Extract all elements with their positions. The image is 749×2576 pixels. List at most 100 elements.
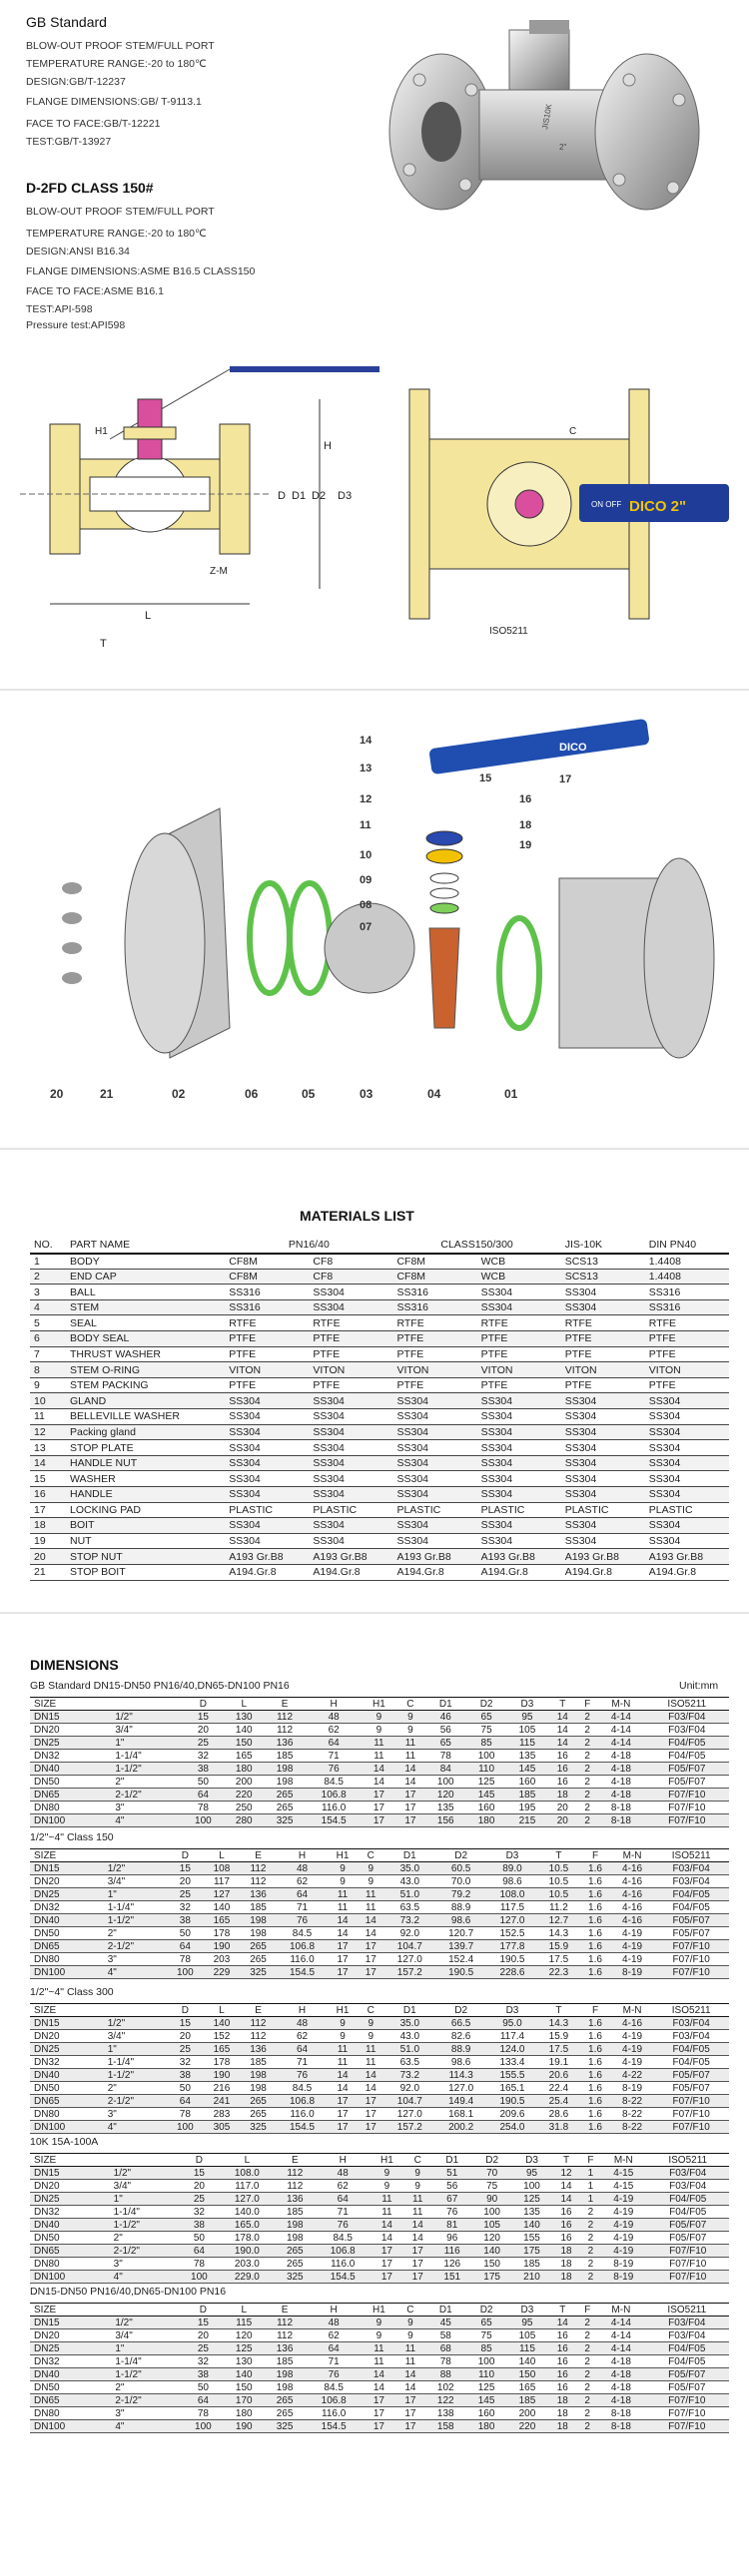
dimension-cell: 62 — [276, 1874, 329, 1888]
material-cell: PTFE — [560, 1330, 645, 1347]
dimension-cell: 16 — [551, 2231, 581, 2245]
material-cell: SEAL — [66, 1314, 226, 1332]
dimension-cell: 265 — [264, 1788, 306, 1802]
dimension-cell: 1-1/4" — [101, 2205, 180, 2219]
dimension-cell: 265 — [275, 2244, 316, 2258]
material-cell: NUT — [66, 1533, 226, 1550]
dimension-cell: 4-14 — [597, 1710, 645, 1724]
dimension-cell: 17 — [328, 1965, 358, 1979]
dimension-cell: 140 — [203, 2016, 241, 2030]
dimension-cell: F04/F05 — [646, 2205, 729, 2219]
dimension-cell: 84 — [424, 1762, 466, 1776]
dimension-cell: 11 — [357, 1900, 384, 1914]
dimension-col-header: H1 — [328, 1848, 358, 1862]
dimension-cell: 108.0 — [486, 1887, 538, 1901]
dimension-cell: DN80 — [30, 1952, 96, 1966]
dimension-cell: 2 — [577, 1762, 598, 1776]
dimension-cell: 198 — [264, 1775, 306, 1789]
col-header: JIS-10K — [560, 1238, 645, 1255]
dimension-cell: 17 — [394, 2406, 425, 2420]
part-callout: 19 — [519, 839, 531, 851]
dimension-cell: F05/F07 — [653, 1913, 729, 1927]
dimension-table-caption: 1/2"~4" Class 150 — [30, 1831, 114, 1843]
dimension-cell: 17 — [328, 2120, 358, 2134]
dimension-cell: 84.5 — [315, 2231, 372, 2245]
dimension-cell: 4-14 — [597, 2341, 645, 2355]
dimension-cell: 136 — [240, 1887, 277, 1901]
material-cell: SS316 — [644, 1299, 729, 1316]
dimension-cell: 2 — [580, 2270, 601, 2284]
dimension-cell: 4-18 — [597, 2380, 645, 2394]
dimension-cell: 2 — [580, 2205, 601, 2219]
handle-brand-text: DICO 2" — [629, 498, 686, 515]
col-header: NO. — [30, 1238, 67, 1255]
dimension-cell: DN65 — [30, 2094, 96, 2108]
dimension-cell: 157.2 — [383, 1965, 435, 1979]
material-cell: 1.4408 — [644, 1269, 729, 1286]
dimension-col-header — [95, 2003, 168, 2017]
dimension-cell: 1" — [103, 1736, 183, 1750]
dimension-cell: 11 — [362, 1736, 395, 1750]
dimension-col-header: C — [402, 2153, 432, 2167]
dimension-cell: F05/F07 — [644, 1775, 729, 1789]
dimension-cell: 112 — [240, 2016, 277, 2030]
dimension-cell: 15 — [182, 2316, 224, 2329]
dimension-cell: 25 — [179, 2192, 220, 2206]
dimension-cell: 116.0 — [315, 2257, 372, 2271]
dimension-cell: 139.7 — [434, 1939, 487, 1953]
dimension-col-header: D2 — [465, 2303, 507, 2317]
dimension-col-header: D2 — [471, 2153, 512, 2167]
dimension-cell: 106.8 — [276, 1939, 329, 1953]
dimension-col-header: L — [203, 1848, 241, 1862]
dimension-cell: F05/F07 — [644, 2367, 729, 2381]
dimension-cell: DN80 — [30, 2406, 104, 2420]
dimension-cell: 325 — [264, 2419, 306, 2433]
material-cell: STOP PLATE — [66, 1439, 226, 1456]
dimension-cell: 14 — [371, 2231, 403, 2245]
dimension-cell: 100 — [465, 2354, 507, 2368]
dimension-cell: 200 — [506, 2406, 548, 2420]
dimension-cell: 105 — [471, 2218, 512, 2232]
dimension-cell: DN65 — [30, 2393, 104, 2407]
material-cell: PTFE — [309, 1377, 393, 1394]
dimension-col-header — [103, 2303, 183, 2317]
dimension-col-header: C — [357, 1848, 384, 1862]
material-cell: 14 — [30, 1455, 67, 1472]
material-cell: PTFE — [392, 1330, 477, 1347]
dimension-cell: 112 — [240, 2029, 277, 2043]
dimension-cell: 1/2" — [101, 2166, 180, 2180]
dimension-cell: 8-19 — [600, 2270, 647, 2284]
part-callout: 02 — [172, 1087, 186, 1101]
dimension-cell: 62 — [315, 2179, 372, 2193]
dimension-cell: 135 — [511, 2205, 552, 2219]
dimension-cell: 12 — [551, 2166, 581, 2180]
dimension-cell: 64 — [182, 2393, 224, 2407]
dimension-cell: 51.0 — [383, 1887, 435, 1901]
dimension-cell: 98.6 — [434, 1913, 487, 1927]
dimension-cell: 14 — [551, 2192, 581, 2206]
dimension-cell: 190.5 — [486, 1952, 538, 1966]
dimension-cell: 20 — [167, 1874, 204, 1888]
dimension-cell: 100 — [471, 2205, 512, 2219]
dimension-cell: 10.5 — [537, 1874, 580, 1888]
dimension-cell: 1" — [95, 1887, 168, 1901]
dimension-cell: 16 — [547, 2354, 578, 2368]
dimension-cell: 9 — [328, 2029, 358, 2043]
dimension-cell: 2" — [103, 2380, 183, 2394]
dimension-cell: 100 — [167, 2120, 204, 2134]
dimension-cell: 11 — [394, 2354, 425, 2368]
material-cell: CF8 — [309, 1253, 393, 1270]
material-cell: SS304 — [476, 1392, 561, 1410]
dimension-cell: 105 — [506, 2328, 548, 2342]
dimension-cell: 9 — [394, 2328, 425, 2342]
dimension-cell: 1.6 — [579, 2029, 611, 2043]
dimension-cell: 64 — [182, 1788, 224, 1802]
